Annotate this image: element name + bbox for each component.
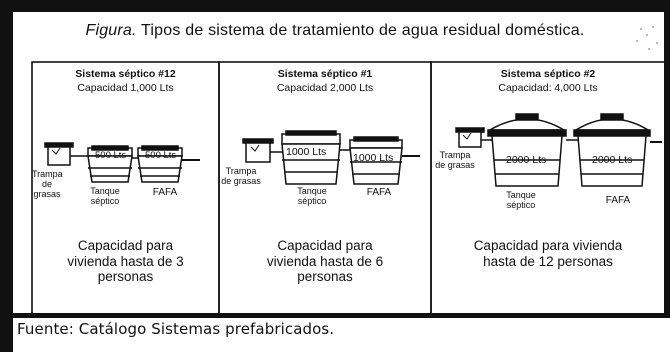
tank2-volume: 2000 Lts (592, 154, 633, 166)
panel-3-border (430, 61, 666, 315)
system-description: Capacidad para vivienda hasta de 6 perso… (266, 238, 384, 284)
tank1-volume: 1000 Lts (286, 146, 327, 158)
system-title: Sistema séptico #1 (277, 68, 373, 80)
system-panel-2: Sistema séptico #2 Capacidad: 4,000 Lts … (431, 62, 665, 314)
tank2-volume: 1000 Lts (353, 152, 394, 164)
septic-tank-icon (87, 145, 133, 183)
septic-tank-label: Tanque séptico (90, 186, 120, 206)
grease-trap-label: Trampa de grasas (435, 150, 475, 170)
fafa-label: FAFA (152, 187, 178, 198)
system-title: Sistema séptico #12 (75, 68, 176, 80)
system-2-drawing (242, 130, 420, 185)
figure-source: Fuente: Catálogo Sistemas prefabricados. (17, 320, 335, 338)
grease-trap-label: Trampa de grasas (221, 166, 261, 186)
system-description: Capacidad para vivienda hasta de 3 perso… (67, 238, 184, 284)
septic-tank-label: Tanque séptico (297, 186, 327, 206)
figure-label: Figura. (85, 22, 137, 39)
septic-tank-icon (281, 130, 341, 185)
figure-title: Figura. Tipos de sistema de tratamiento … (0, 22, 670, 40)
system-panel-12: Sistema séptico #12 Capacidad 1,000 Lts … (32, 62, 219, 314)
septic-tank-label: Tanque séptico (506, 190, 536, 210)
system-title: Sistema séptico #2 (500, 68, 596, 80)
grease-trap-icon (44, 142, 74, 166)
system-capacity: Capacidad: 4,000 Lts (498, 82, 598, 94)
fafa-label: FAFA (605, 195, 631, 206)
grease-trap-icon (242, 138, 274, 163)
system-description: Capacidad para vivienda hasta de 12 pers… (473, 238, 623, 269)
fafa-label: FAFA (366, 187, 392, 198)
scan-noise (636, 26, 658, 50)
system-3-drawing (455, 113, 662, 187)
system-panel-1: Sistema séptico #1 Capacidad 2,000 Lts T… (219, 62, 431, 314)
system-capacity: Capacidad 1,000 Lts (77, 82, 174, 94)
tank1-volume: 500 Lts (95, 150, 127, 161)
fafa-tank-icon (349, 136, 403, 185)
tank2-volume: 500 Lts (145, 150, 177, 161)
fafa-tank-icon (137, 145, 183, 183)
fafa-tank-icon (573, 113, 651, 187)
septic-tank-icon (487, 113, 567, 187)
tank1-volume: 2000 Lts (506, 154, 547, 166)
system-capacity: Capacidad 2,000 Lts (276, 82, 374, 94)
system-1-drawing (44, 142, 200, 183)
grease-trap-icon (455, 127, 485, 148)
figure-title-text: Tipos de sistema de tratamiento de agua … (141, 22, 585, 39)
grease-trap-label: Trampa de grasas (32, 169, 63, 199)
